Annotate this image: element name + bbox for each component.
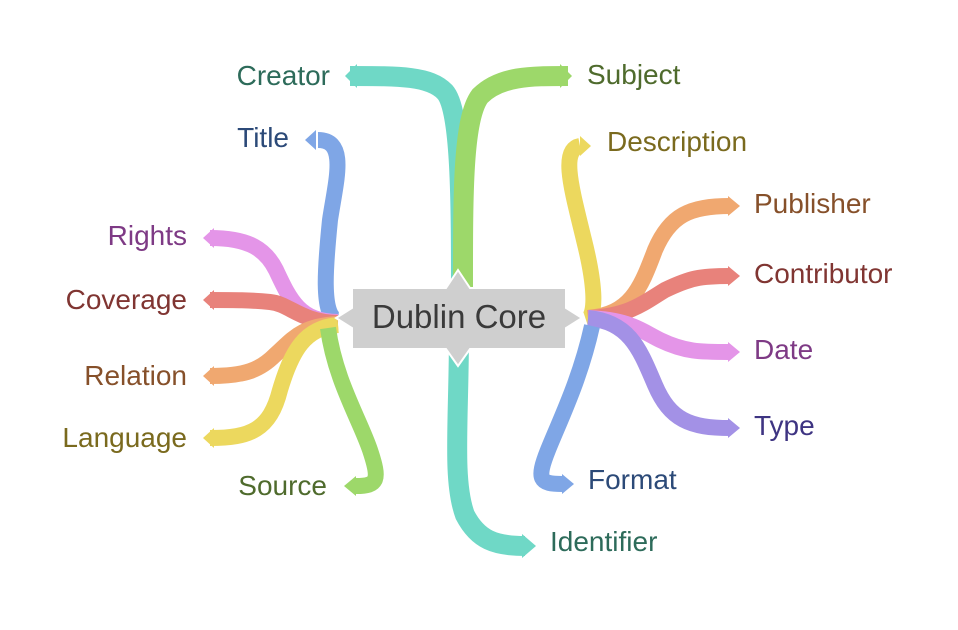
branch-description[interactable]	[561, 136, 602, 328]
branch-label-publisher[interactable]: Publisher	[754, 188, 871, 219]
branch-type[interactable]	[586, 310, 740, 438]
branch-label-type[interactable]: Type	[754, 410, 815, 441]
branch-contributor[interactable]	[587, 266, 740, 326]
branch-label-coverage[interactable]: Coverage	[66, 284, 187, 315]
branch-coverage[interactable]	[203, 290, 339, 331]
branch-label-contributor[interactable]: Contributor	[754, 258, 893, 289]
branch-label-date[interactable]: Date	[754, 334, 813, 365]
branch-label-description[interactable]: Description	[607, 126, 747, 157]
central-topic[interactable]: Dublin Core	[334, 268, 584, 368]
central-topic-box	[334, 268, 584, 368]
branch-title[interactable]	[305, 130, 346, 328]
branch-labels: Creator Subject Title Description Rights…	[62, 59, 892, 557]
branch-label-language[interactable]: Language	[62, 422, 187, 453]
branch-identifier[interactable]	[447, 329, 536, 558]
branch-label-source[interactable]: Source	[238, 470, 327, 501]
branch-source[interactable]	[320, 326, 384, 496]
branch-format[interactable]	[533, 324, 600, 494]
branch-creator[interactable]	[345, 64, 471, 301]
branch-label-identifier[interactable]: Identifier	[550, 526, 657, 557]
branch-connectors	[203, 64, 740, 558]
branch-label-subject[interactable]: Subject	[587, 59, 681, 90]
branch-label-format[interactable]: Format	[588, 464, 677, 495]
branch-subject[interactable]	[452, 64, 572, 301]
branch-language[interactable]	[203, 317, 340, 448]
central-topic-label: Dublin Core	[372, 298, 546, 335]
branch-label-creator[interactable]: Creator	[237, 60, 330, 91]
branch-label-title[interactable]: Title	[237, 122, 289, 153]
branch-label-relation[interactable]: Relation	[84, 360, 187, 391]
branch-label-rights[interactable]: Rights	[108, 220, 187, 251]
